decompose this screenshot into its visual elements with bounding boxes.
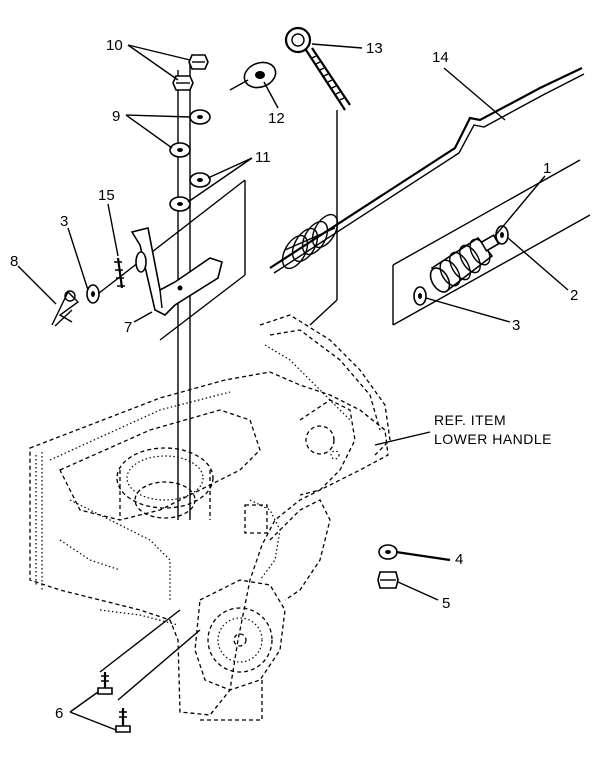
assembly-lines	[89, 60, 591, 701]
rod-spring	[281, 213, 339, 270]
callout-3-left: 3	[60, 213, 68, 230]
callout-14: 14	[432, 49, 449, 66]
nut-5	[377, 571, 399, 589]
callout-1: 1	[543, 160, 551, 177]
bolts-6	[97, 672, 131, 733]
callout-5: 5	[442, 595, 450, 612]
callout-9: 9	[112, 108, 120, 125]
lower-handle-reference	[29, 314, 391, 721]
callout-3-right: 3	[512, 317, 520, 334]
washer-3-right	[413, 286, 427, 306]
callout-7: 7	[124, 319, 132, 336]
callout-leaders	[17, 43, 569, 731]
reference-note: REF. ITEM LOWER HANDLE	[434, 412, 552, 447]
callout-8: 8	[10, 253, 18, 270]
washers-11	[169, 172, 211, 212]
washers-9	[169, 109, 211, 158]
callout-6: 6	[55, 705, 63, 722]
shift-rod	[269, 67, 585, 274]
spring-pin	[114, 257, 125, 289]
hairpin-clip	[51, 290, 80, 327]
bracket	[130, 227, 223, 316]
callout-4: 4	[455, 551, 463, 568]
callout-12: 12	[268, 110, 285, 127]
eyebolt	[284, 26, 351, 111]
callout-10: 10	[106, 37, 123, 54]
ref-note-line2: LOWER HANDLE	[434, 431, 552, 447]
callout-15: 15	[98, 187, 115, 204]
ref-note-line1: REF. ITEM	[434, 412, 506, 428]
washer-12	[229, 61, 277, 91]
bolt-4	[378, 544, 451, 562]
washer-3-left	[86, 284, 100, 304]
callout-labels: 10 9 11 13 12 14 1 2 3 15 3 8 7 4 5 6	[10, 37, 578, 722]
spring-bushing	[429, 234, 500, 293]
callout-13: 13	[366, 40, 383, 57]
callout-2: 2	[570, 287, 578, 304]
callout-11: 11	[255, 149, 271, 166]
washer-2	[495, 225, 509, 245]
